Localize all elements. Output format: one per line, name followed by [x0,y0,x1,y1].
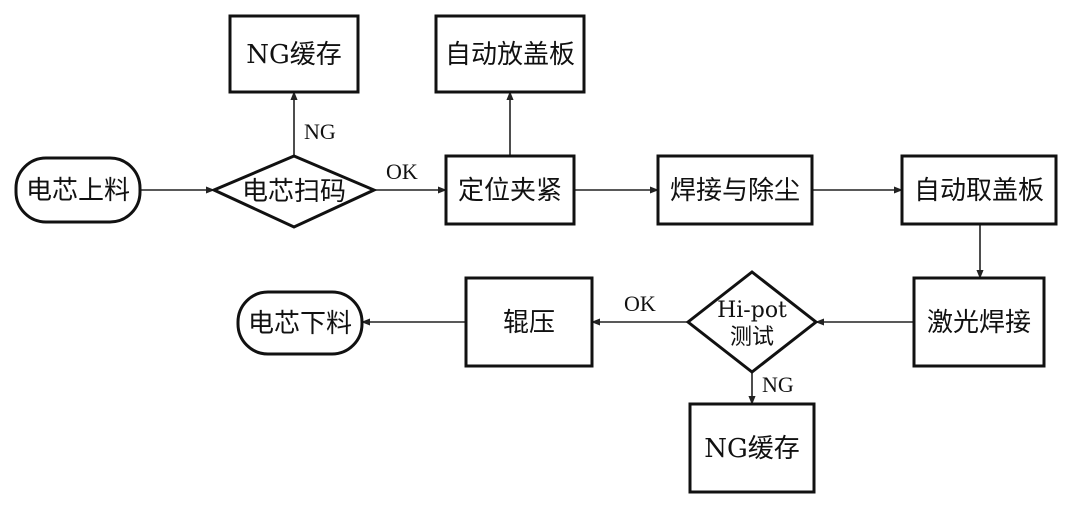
node-load-cell-label: 电芯上料 [26,176,130,206]
edge-label-hipot-ok: OK [624,291,656,316]
node-hipot-test-label-line1: Hi-pot [717,298,787,323]
edge-label-hipot-ng: NG [762,372,794,397]
node-position-clamp: 定位夹紧 [444,154,576,226]
edge-label-scan-ng: NG [304,119,336,144]
node-position-clamp-label: 定位夹紧 [458,176,562,206]
node-ng-buffer-top: NG缓存 [228,14,360,94]
node-scan-code: 电芯扫码 [210,154,378,229]
node-load-cell: 电芯上料 [14,156,142,224]
node-ng-buffer-top-label: NG缓存 [246,40,342,70]
node-laser-weld-label: 激光焊接 [927,308,1031,338]
node-weld-dust-label: 焊接与除尘 [670,176,800,206]
node-auto-take-cover-label: 自动取盖板 [914,176,1044,206]
node-rolling-label: 辊压 [503,308,555,338]
node-auto-place-cover-label: 自动放盖板 [445,40,575,70]
node-auto-place-cover: 自动放盖板 [434,14,586,94]
edge-label-scan-ok: OK [386,159,418,184]
node-hipot-test-label-line2: 测试 [730,325,774,350]
node-scan-code-label: 电芯扫码 [242,177,346,207]
node-unload-cell: 电芯下料 [236,290,364,356]
node-ng-buffer-bottom-label: NG缓存 [704,434,800,464]
node-weld-dust: 焊接与除尘 [656,154,814,226]
node-hipot-test: Hi-pot 测试 [685,270,819,374]
node-laser-weld: 激光焊接 [912,276,1046,368]
node-ng-buffer-bottom: NG缓存 [688,402,816,494]
node-auto-take-cover: 自动取盖板 [900,154,1058,226]
node-rolling: 辊压 [464,276,594,368]
node-unload-cell-label: 电芯下料 [248,309,352,339]
